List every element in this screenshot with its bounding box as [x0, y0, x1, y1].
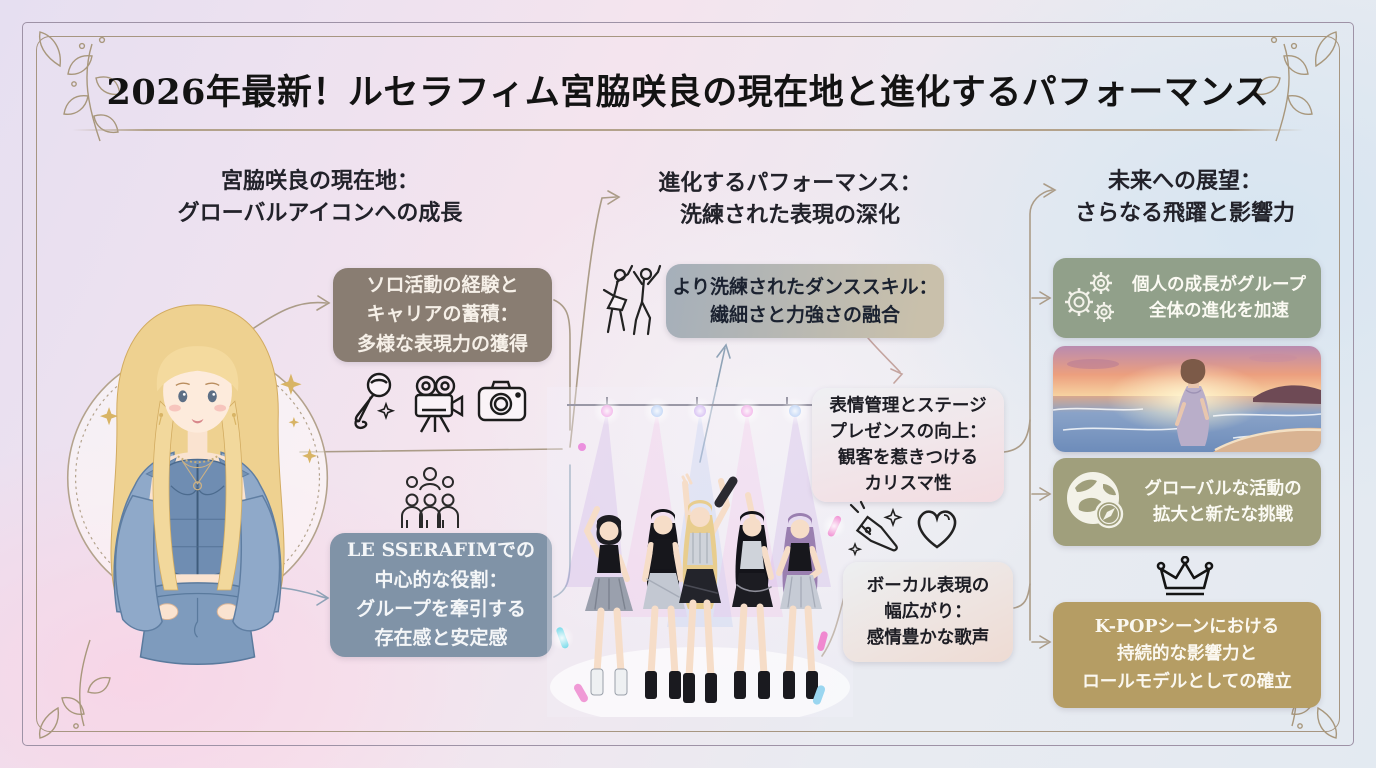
card-stage-presence-text: 表情管理とステージ プレゼンスの向上： 観客を惹きつける カリスマ性 — [829, 395, 987, 495]
card-vocal-expression-text: ボーカル表現の 幅広がり： 感情豊かな歌声 — [866, 575, 990, 649]
card-global-expansion-text: グローバルな活動の 拡大と新たな挑戦 — [1144, 478, 1302, 525]
title-divider — [72, 129, 1304, 131]
card-personal-growth: 個人の成長がグループ 全体の進化を加速 — [1053, 258, 1321, 338]
beach-sunset-illustration — [1053, 346, 1321, 452]
card-kpop-influence-text: K-POPシーンにおける 持続的な影響力と ロールモデルとしての確立 — [1082, 617, 1292, 692]
card-kpop-influence: K-POPシーンにおける 持続的な影響力と ロールモデルとしての確立 — [1053, 602, 1321, 708]
column-header-evolving-performance: 進化するパフォーマンス： 洗練された表現の深化 — [658, 170, 922, 228]
card-solo-experience: ソロ活動の経験と キャリアの蓄積： 多様な表現力の獲得 — [333, 268, 552, 362]
media-icons-row — [344, 370, 528, 434]
column-header-future-outlook: 未来への展望： さらなる飛躍と影響力 — [1074, 168, 1295, 226]
card-personal-growth-text: 個人の成長がグループ 全体の進化を加速 — [1132, 274, 1306, 321]
vocal-icons-row — [848, 500, 960, 558]
card-lesserafim-role: LE SSERAFIMでの 中心的な役割： グループを牽引する 存在感と安定感 — [330, 533, 552, 657]
camera-icon — [477, 380, 527, 422]
card-global-expansion: グローバルな活動の 拡大と新たな挑戦 — [1053, 458, 1321, 546]
card-dance-skill-text: より洗練されたダンススキル： 繊細さと力強さの融合 — [672, 275, 938, 327]
heart-icon — [917, 510, 957, 549]
crown-icon — [1156, 556, 1214, 596]
video-camera-icon — [414, 375, 464, 433]
card-lesserafim-role-text: LE SSERAFIMでの 中心的な役割： グループを牽引する 存在感と安定感 — [347, 539, 535, 650]
branch-ornament-icon — [38, 31, 121, 142]
lightstick-icon — [848, 500, 903, 557]
microphone-icon — [354, 372, 396, 430]
dancers-icon — [602, 264, 662, 336]
page-title: 2026年最新！ルセラフィム宮脇咲良の現在地と進化するパフォーマンス — [106, 72, 1270, 113]
people-group-icon — [401, 467, 459, 528]
card-stage-presence: 表情管理とステージ プレゼンスの向上： 観客を惹きつける カリスマ性 — [812, 388, 1004, 502]
card-solo-experience-text: ソロ活動の経験と キャリアの蓄積： 多様な表現力の獲得 — [356, 273, 528, 355]
stage-performance-illustration — [547, 387, 853, 717]
sakura-portrait-illustration — [66, 304, 329, 665]
card-vocal-expression: ボーカル表現の 幅広がり： 感情豊かな歌声 — [843, 562, 1013, 662]
globe-compass-icon — [1067, 472, 1124, 529]
card-dance-skill: より洗練されたダンススキル： 繊細さと力強さの融合 — [666, 264, 944, 338]
branch-ornament-icon — [38, 639, 111, 739]
column-header-current-status: 宮脇咲良の現在地： グローバルアイコンへの成長 — [177, 168, 463, 226]
gears-icon — [1065, 272, 1114, 322]
